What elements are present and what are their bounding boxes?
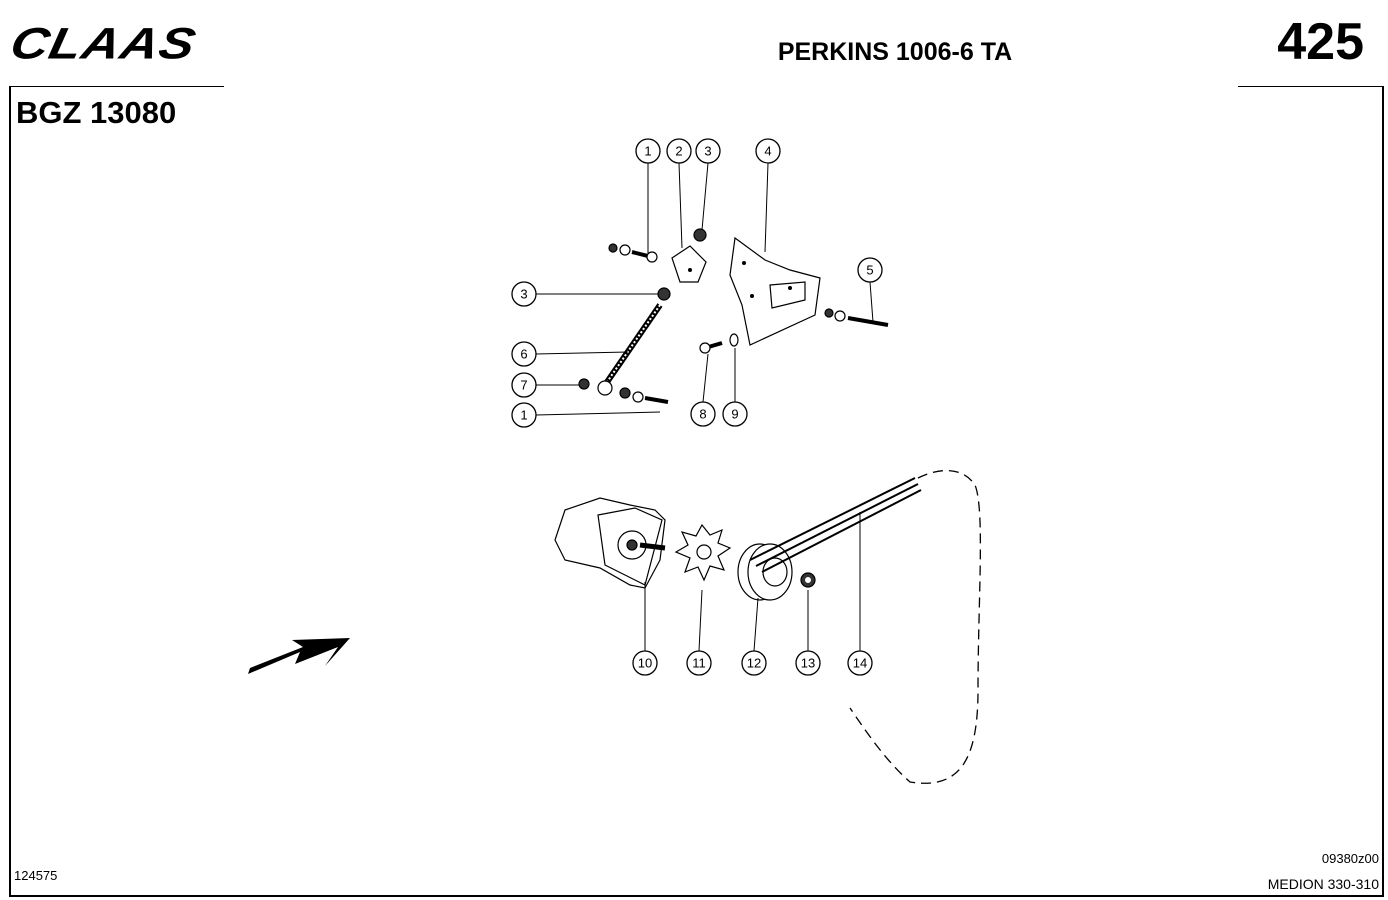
svg-text:8: 8 [699,407,706,422]
callout-1-left: 1 [511,402,537,428]
callout-5: 5 [857,257,883,283]
svg-text:3: 3 [520,287,527,302]
callout-7: 7 [511,372,537,398]
v-belt-14 [749,469,982,784]
callout-2: 2 [666,138,692,164]
svg-text:7: 7 [520,378,527,393]
footer-left-code: 124575 [14,868,58,883]
svg-text:14: 14 [853,656,867,671]
callout-12: 12 [741,650,767,676]
nut-13 [800,572,816,588]
callout-9: 9 [722,401,748,427]
svg-text:4: 4 [764,144,771,159]
threaded-rod-6 [602,303,663,387]
nut-7 [578,378,613,396]
alternator-10 [554,497,666,589]
svg-text:12: 12 [747,656,761,671]
leader-lines [535,162,874,652]
svg-text:2: 2 [675,144,682,159]
washer-9 [729,333,739,347]
footer-machine: MEDION 330-310 [1267,876,1379,892]
group-code: BGZ 13080 [16,95,177,130]
bolt-1-lower [619,387,669,404]
svg-text:13: 13 [801,656,815,671]
bracket-4 [729,236,821,346]
screw-8 [699,341,723,354]
bolt-5 [824,308,889,327]
callout-11: 11 [686,650,712,676]
callout-13: 13 [795,650,821,676]
spacer-block-2 [671,245,707,283]
svg-text:1: 1 [644,144,651,159]
model-title: PERKINS 1006-6 TA [777,38,1013,66]
callout-3-top: 3 [695,138,721,164]
svg-text:9: 9 [731,407,738,422]
callout-10: 10 [632,650,658,676]
svg-text:6: 6 [520,347,527,362]
header-rule-left [9,86,224,87]
callout-8: 8 [690,401,716,427]
fan-11 [674,523,732,582]
callout-6: 6 [511,341,537,367]
nut-3-lower [657,287,671,301]
callout-14: 14 [847,650,873,676]
svg-text:5: 5 [866,263,873,278]
svg-text:3: 3 [704,144,711,159]
callout-1-top: 1 [635,138,661,164]
bolt-1-upper [608,243,658,263]
footer-drawing-code: 09380z00 [1321,851,1379,866]
direction-arrow [248,638,350,674]
page-frame [9,87,1384,897]
header-rule-right [1238,86,1384,87]
page-number: 425 [1277,13,1364,71]
svg-text:10: 10 [638,656,652,671]
nut-3-upper [693,228,707,242]
svg-text:11: 11 [692,656,706,671]
callout-4: 4 [755,138,781,164]
svg-text:1: 1 [520,408,527,423]
callout-3-left: 3 [511,281,537,307]
